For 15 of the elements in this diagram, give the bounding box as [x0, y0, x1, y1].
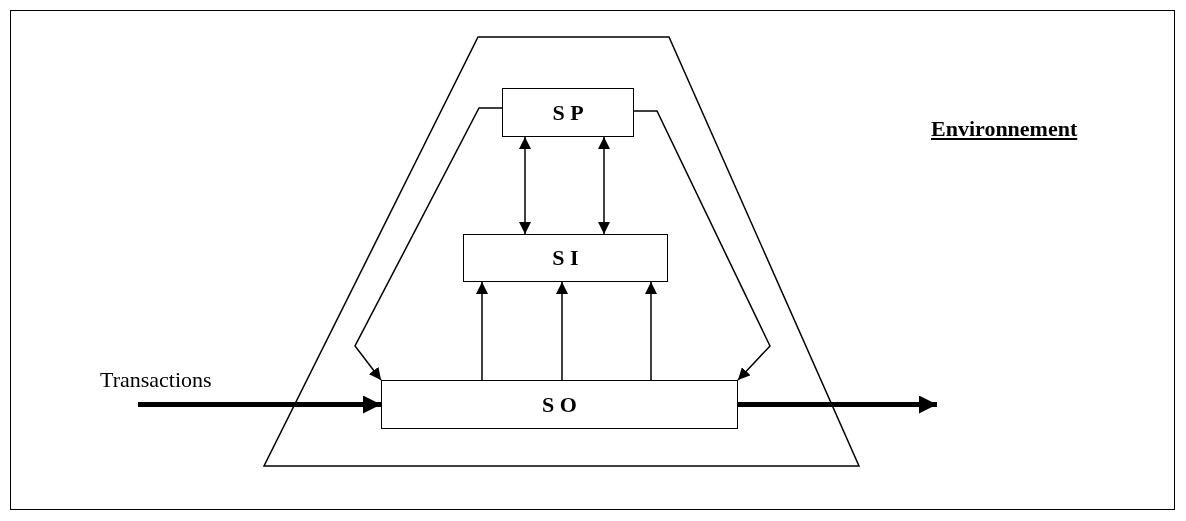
trapezoid-shape [263, 36, 860, 467]
process-box: S P [502, 88, 634, 137]
arrow [476, 281, 488, 381]
edge-label: Transactions [100, 366, 212, 393]
arrow [138, 395, 381, 414]
diagram-label: Environnement [931, 116, 1078, 142]
arrow [354, 107, 503, 381]
arrow [645, 281, 657, 381]
arrow [598, 136, 610, 235]
arrow [738, 395, 937, 414]
process-box: S O [381, 380, 738, 429]
arrow [633, 110, 771, 381]
process-box: S I [463, 234, 668, 282]
arrow [519, 136, 531, 235]
arrow [556, 281, 568, 381]
